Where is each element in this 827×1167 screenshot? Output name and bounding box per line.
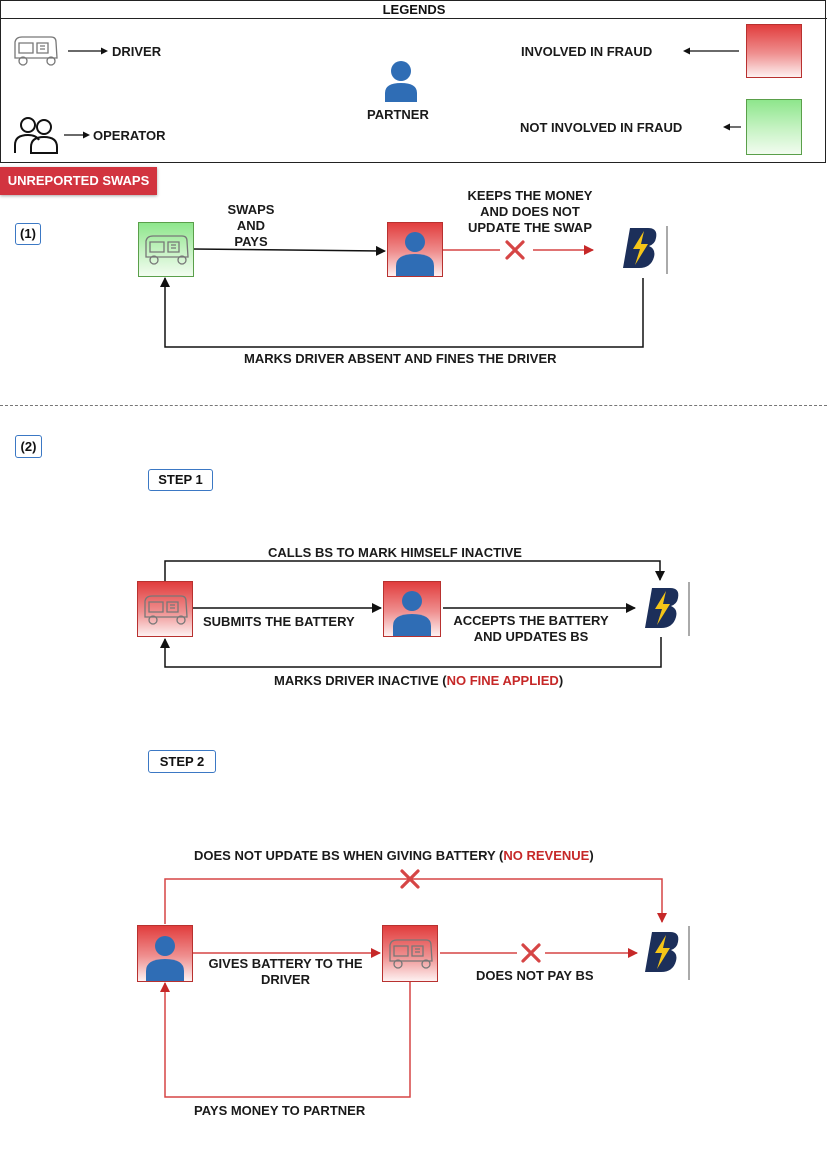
keeps-money-line1: KEEPS THE MONEY [467, 188, 593, 203]
marks-inactive-label: MARKS DRIVER INACTIVE (NO FINE APPLIED) [274, 673, 563, 689]
gives-battery-line2: DRIVER [260, 972, 311, 987]
auto-rickshaw-icon [145, 235, 189, 265]
bs-logo [620, 222, 670, 274]
arrow-marks-inactive [160, 637, 662, 668]
legend-operator-label: OPERATOR [93, 128, 166, 143]
person-icon [385, 61, 417, 102]
swaps-pays-label: SWAPS AND PAYS [224, 202, 278, 250]
arrow-pays-money [160, 982, 411, 1098]
accepts-line2: AND UPDATES BS [473, 629, 589, 644]
arrow-icon [68, 47, 108, 55]
case1-label: (1) [15, 223, 41, 245]
partner-node [387, 222, 443, 277]
no-update-label: DOES NOT UPDATE BS WHEN GIVING BATTERY (… [194, 848, 594, 864]
x-cross-icon [400, 869, 420, 889]
fraud-swatch [746, 24, 802, 78]
arrow-no-update [164, 878, 667, 924]
marks-inactive-text: MARKS DRIVER INACTIVE ( [274, 673, 447, 688]
arrow-icon [683, 47, 739, 55]
keeps-money-line2: AND DOES NOT [480, 204, 580, 219]
legend-title: LEGENDS [1, 1, 827, 19]
keeps-money-label: KEEPS THE MONEY AND DOES NOT UPDATE THE … [455, 188, 605, 236]
gives-battery-line1: GIVES BATTERY TO THE [208, 956, 363, 971]
arrow-icon [723, 123, 741, 131]
person-icon [146, 936, 184, 981]
section-divider [0, 405, 827, 406]
pays-money-label: PAYS MONEY TO PARTNER [194, 1103, 366, 1118]
legend-partner-label: PARTNER [367, 107, 429, 122]
bs-logo [640, 926, 692, 980]
bolt-b-logo-icon [623, 226, 668, 274]
arrow-marks-absent [160, 277, 644, 348]
keeps-money-line3: UPDATE THE SWAP [468, 220, 592, 235]
legend-panel: LEGENDS [0, 0, 827, 163]
swaps-pays-line3: PAYS [234, 234, 268, 249]
marks-inactive-close: ) [558, 673, 564, 688]
person-icon [393, 591, 431, 636]
swaps-pays-line2: AND [236, 218, 266, 233]
auto-rickshaw-icon [144, 595, 188, 625]
no-fraud-swatch [746, 99, 802, 155]
submits-label: SUBMITS THE BATTERY [203, 614, 355, 629]
driver-node [137, 581, 193, 637]
section-tag: UNREPORTED SWAPS [0, 167, 157, 195]
bolt-b-logo-icon [645, 926, 690, 980]
arrow-icon [64, 131, 90, 139]
calls-bs-label: CALLS BS TO MARK HIMSELF INACTIVE [268, 545, 522, 560]
legend-driver-label: DRIVER [112, 44, 162, 59]
does-not-pay-label: DOES NOT PAY BS [476, 968, 594, 983]
bolt-b-logo-icon [645, 582, 690, 636]
people-icon [14, 117, 58, 154]
step1-label: STEP 1 [148, 469, 213, 491]
x-cross-icon [505, 240, 525, 260]
gives-battery-label: GIVES BATTERY TO THE DRIVER [198, 956, 373, 988]
auto-rickshaw-icon [14, 36, 58, 66]
x-cross-icon [521, 943, 541, 963]
accepts-label: ACCEPTS THE BATTERY AND UPDATES BS [446, 613, 616, 645]
partner-node [383, 581, 441, 637]
partner-node [137, 925, 193, 982]
marks-absent-label: MARKS DRIVER ABSENT AND FINES THE DRIVER [244, 351, 557, 366]
auto-rickshaw-icon [389, 939, 433, 969]
accepts-line1: ACCEPTS THE BATTERY [453, 613, 609, 628]
no-update-text: DOES NOT UPDATE BS WHEN GIVING BATTERY ( [194, 848, 504, 863]
legend-involved-label: INVOLVED IN FRAUD [521, 44, 653, 59]
arrow-calls-bs [164, 560, 665, 582]
case2-label: (2) [15, 435, 42, 458]
arrow-swaps-pays [192, 245, 386, 256]
legend-not-involved-label: NOT INVOLVED IN FRAUD [520, 120, 683, 135]
swaps-pays-line1: SWAPS [227, 202, 275, 217]
driver-node [138, 222, 194, 277]
step2-label: STEP 2 [148, 750, 216, 773]
no-fine-highlight: NO FINE APPLIED [446, 673, 559, 688]
no-update-close: ) [589, 848, 594, 863]
bs-logo [640, 582, 692, 636]
person-icon [396, 232, 434, 276]
driver-node [382, 925, 438, 982]
no-revenue-highlight: NO REVENUE [503, 848, 590, 863]
